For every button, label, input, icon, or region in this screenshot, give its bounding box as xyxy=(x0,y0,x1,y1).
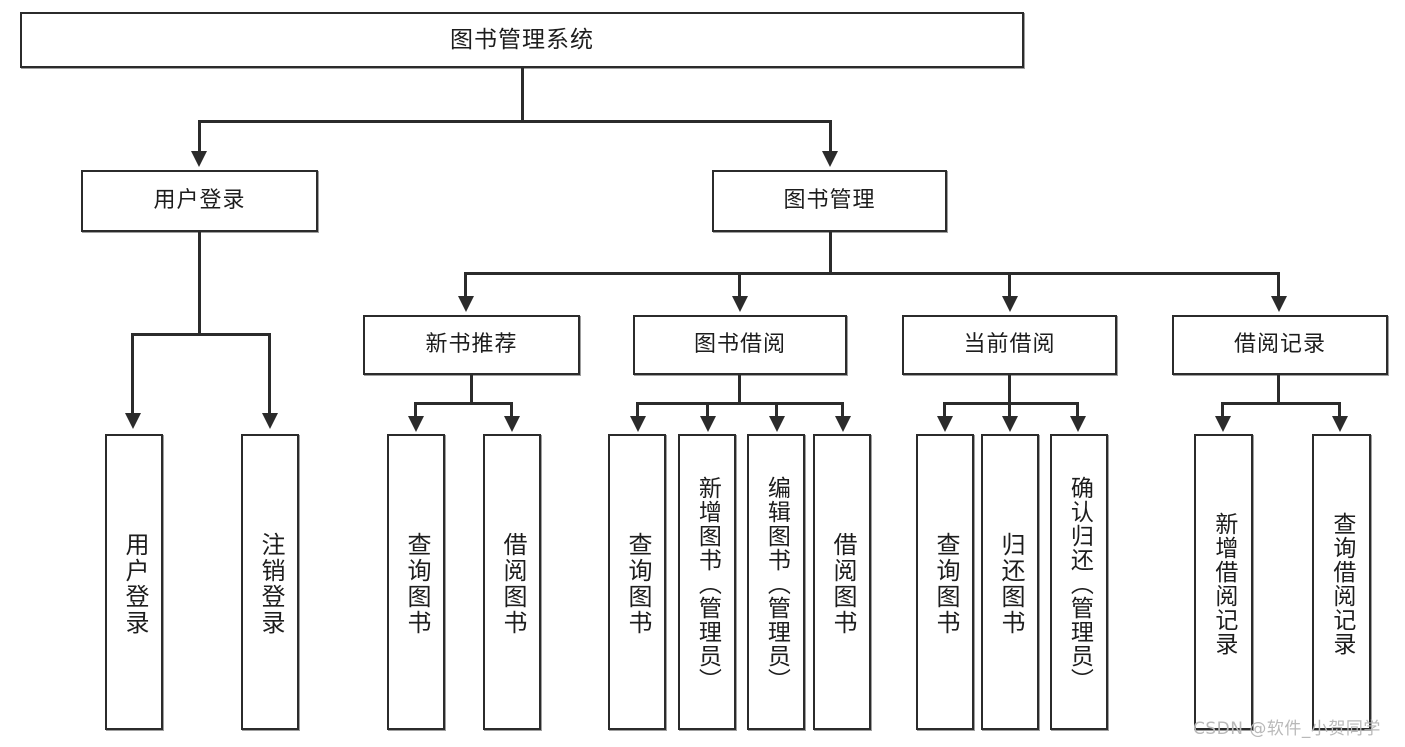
leaf-user-login-logout[interactable]: 注销登录 xyxy=(241,434,299,730)
node-label: 图书借阅 xyxy=(693,332,786,357)
connector-borrow-record-l1 xyxy=(1221,402,1224,418)
leaf-current-borrow-query[interactable]: 查询图书 xyxy=(916,434,974,730)
connector-current-borrow-stem xyxy=(1008,375,1011,404)
arrow-to-user-login xyxy=(191,151,207,167)
arrow-new-book-l2 xyxy=(504,416,520,432)
connector-new-book-l1 xyxy=(414,402,417,418)
connector-root-bar xyxy=(198,120,832,123)
connector-current-borrow-bar xyxy=(943,402,1079,405)
node-label: 确认归还（管理员） xyxy=(1066,476,1093,692)
arrow-book-borrow-l3 xyxy=(769,416,785,432)
node-label: 查询借阅记录 xyxy=(1328,512,1355,656)
connector-user-login-l2 xyxy=(268,333,271,415)
connector-book-manage-bar xyxy=(464,272,1280,275)
leaf-book-borrow-borrow[interactable]: 借阅图书 xyxy=(813,434,871,730)
node-root-system[interactable]: 图书管理系统 xyxy=(20,12,1024,68)
connector-book-borrow-l3 xyxy=(775,402,778,418)
node-label: 当前借阅 xyxy=(963,332,1056,357)
arrow-book-borrow-l4 xyxy=(835,416,851,432)
leaf-borrow-record-add[interactable]: 新增借阅记录 xyxy=(1194,434,1253,730)
node-label: 查询图书 xyxy=(623,532,652,636)
arrow-new-book-l1 xyxy=(408,416,424,432)
arrow-borrow-record-l1 xyxy=(1215,416,1231,432)
node-book-manage[interactable]: 图书管理 xyxy=(712,170,947,232)
arrow-borrow-record-l2 xyxy=(1332,416,1348,432)
connector-borrow-record-stem xyxy=(1277,375,1280,404)
leaf-book-borrow-edit[interactable]: 编辑图书（管理员） xyxy=(747,434,805,730)
arrow-current-borrow-l3 xyxy=(1070,416,1086,432)
node-book-borrow[interactable]: 图书借阅 xyxy=(633,315,847,375)
node-label: 图书管理系统 xyxy=(450,26,594,53)
arrow-current-borrow-l2 xyxy=(1002,416,1018,432)
connector-current-borrow-l2 xyxy=(1008,402,1011,418)
connector-book-borrow-l2 xyxy=(706,402,709,418)
arrow-current-borrow-l1 xyxy=(937,416,953,432)
arrow-to-current-borrow xyxy=(1002,296,1018,312)
arrow-to-borrow-record xyxy=(1271,296,1287,312)
arrow-user-login-l1 xyxy=(125,413,141,429)
node-current-borrow[interactable]: 当前借阅 xyxy=(902,315,1117,375)
connector-root-stem xyxy=(521,68,524,122)
csdn-watermark: CSDN @软件_小贺同学 xyxy=(1193,719,1381,739)
node-label: 用户登录 xyxy=(120,532,149,636)
connector-current-borrow-l1 xyxy=(943,402,946,418)
leaf-new-book-borrow[interactable]: 借阅图书 xyxy=(483,434,541,730)
leaf-current-borrow-return[interactable]: 归还图书 xyxy=(981,434,1039,730)
connector-user-login-bar xyxy=(131,333,271,336)
connector-to-user-login xyxy=(198,120,201,153)
connector-book-borrow-l4 xyxy=(841,402,844,418)
leaf-current-borrow-confirm[interactable]: 确认归还（管理员） xyxy=(1050,434,1108,730)
connector-to-book-borrow xyxy=(738,272,741,298)
node-label: 注销登录 xyxy=(256,532,285,636)
leaf-user-login-login[interactable]: 用户登录 xyxy=(105,434,163,730)
connector-new-book-bar xyxy=(414,402,513,405)
node-borrow-record[interactable]: 借阅记录 xyxy=(1172,315,1388,375)
connector-to-current-borrow xyxy=(1008,272,1011,298)
node-label: 借阅记录 xyxy=(1233,332,1326,357)
node-label: 新增图书（管理员） xyxy=(694,476,721,692)
connector-borrow-record-bar xyxy=(1221,402,1341,405)
node-user-login[interactable]: 用户登录 xyxy=(81,170,318,232)
connector-book-manage-stem xyxy=(829,232,832,274)
connector-book-borrow-bar xyxy=(636,402,844,405)
connector-user-login-l1 xyxy=(131,333,134,415)
leaf-book-borrow-query[interactable]: 查询图书 xyxy=(608,434,666,730)
connector-to-book-manage xyxy=(829,120,832,153)
connector-to-borrow-record xyxy=(1277,272,1280,298)
arrow-book-borrow-l2 xyxy=(700,416,716,432)
connector-new-book-l2 xyxy=(510,402,513,418)
node-label: 编辑图书（管理员） xyxy=(763,476,790,692)
leaf-new-book-query[interactable]: 查询图书 xyxy=(387,434,445,730)
connector-to-new-book xyxy=(464,272,467,298)
arrow-user-login-l2 xyxy=(262,413,278,429)
leaf-borrow-record-query[interactable]: 查询借阅记录 xyxy=(1312,434,1371,730)
arrow-book-borrow-l1 xyxy=(630,416,646,432)
node-label: 借阅图书 xyxy=(498,532,527,636)
node-label: 借阅图书 xyxy=(828,532,857,636)
node-label: 查询图书 xyxy=(402,532,431,636)
node-label: 新书推荐 xyxy=(425,332,518,357)
node-label: 归还图书 xyxy=(996,532,1025,636)
connector-current-borrow-l3 xyxy=(1076,402,1079,418)
node-label: 用户登录 xyxy=(153,188,246,213)
node-new-book-recommend[interactable]: 新书推荐 xyxy=(363,315,580,375)
connector-book-borrow-l1 xyxy=(636,402,639,418)
node-label: 图书管理 xyxy=(783,188,876,213)
connector-new-book-stem xyxy=(470,375,473,404)
leaf-book-borrow-add[interactable]: 新增图书（管理员） xyxy=(678,434,736,730)
connector-borrow-record-l2 xyxy=(1338,402,1341,418)
connector-user-login-stem xyxy=(198,232,201,335)
node-label: 新增借阅记录 xyxy=(1210,512,1237,656)
connector-book-borrow-stem xyxy=(738,375,741,404)
arrow-to-book-borrow xyxy=(732,296,748,312)
arrow-to-book-manage xyxy=(822,151,838,167)
arrow-to-new-book xyxy=(458,296,474,312)
node-label: 查询图书 xyxy=(931,532,960,636)
